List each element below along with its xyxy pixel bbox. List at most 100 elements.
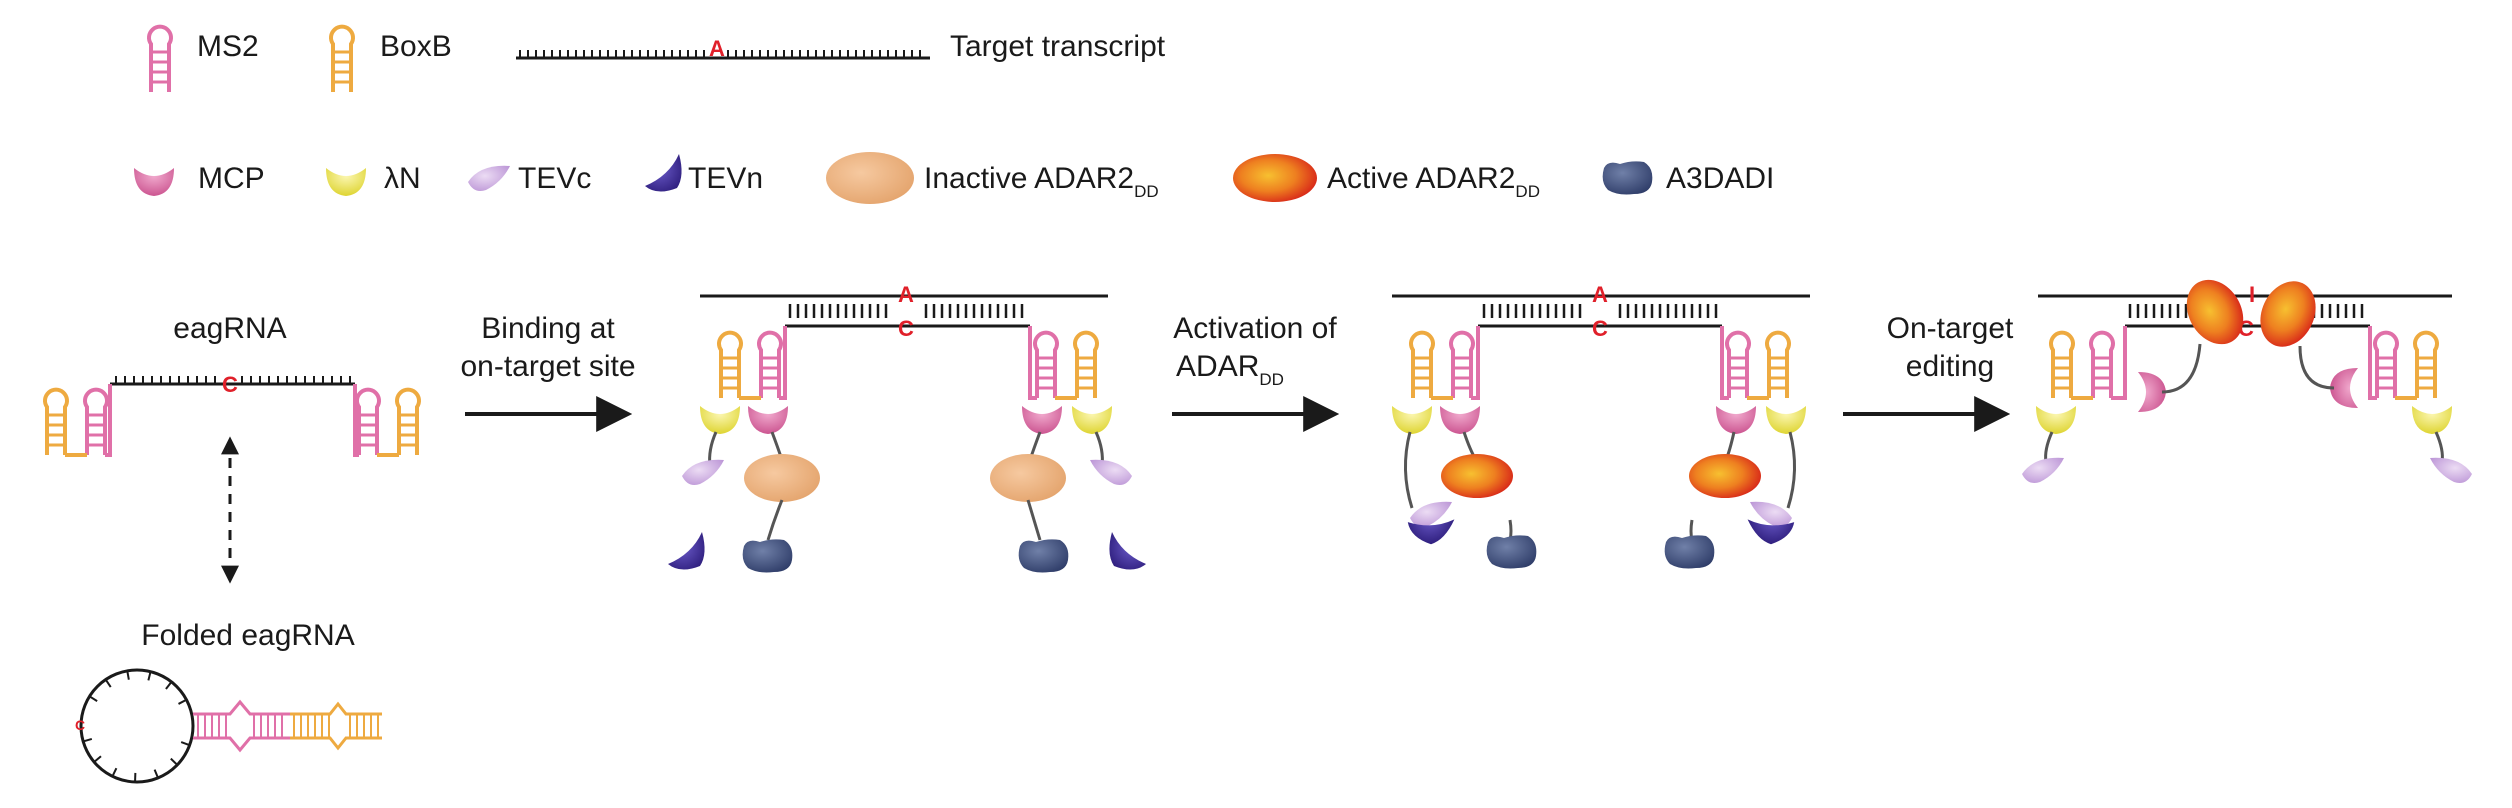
panel2-target-base: A [898,282,914,307]
step3-label-line2: editing [1906,350,1994,383]
legend-target-transcript-label: Target transcript [950,30,1166,63]
panel4-ms2-hairpin-right [2373,330,2399,400]
panel2-boxb-hairpin-right [1073,330,1099,400]
legend-a3dadi-label: A3DADI [1666,162,1774,195]
legend-inactive-adar: Inactive ADAR2DD [826,152,1159,204]
panel4-edited-base: I [2249,282,2255,307]
panel4-boxb-hairpin-left [2049,330,2075,400]
panel3-active-adar-right [1689,454,1761,498]
eagrna-ms2-hairpin-left [83,387,109,457]
legend-tevn: TEVn [645,154,763,195]
eagrna-boxb-hairpin-right [395,387,421,457]
inactive-adar-icon [826,152,914,204]
legend-ms2: MS2 [147,24,259,94]
panel2-inactive-adar-left [744,454,820,502]
legend-boxb-label: BoxB [380,30,452,63]
step1-label-line1: Binding at [481,312,615,345]
panel4-mcp-left [2138,372,2166,412]
legend-active-adar: Active ADAR2DD [1233,154,1540,202]
panel3-active-adar-left [1441,454,1513,498]
legend-lambda-n-label: λN [384,162,421,195]
panel2-tevn-right [1109,532,1146,570]
panel4-tevc-left [2022,457,2064,483]
a3dadi-icon [1602,161,1653,195]
panel2-tevc-right [1090,459,1132,485]
boxb-hairpin-icon [329,24,355,94]
legend-ms2-label: MS2 [197,30,259,63]
panel4-active-adar-right [2260,281,2316,347]
tevc-icon [468,165,510,191]
target-transcript-ticks [519,50,921,58]
panel2-ms2-hairpin-right [1033,330,1059,400]
eagrna-guide-base: C [222,372,238,397]
panel-binding: A C [668,282,1146,573]
panel4-active-adar-left [2186,279,2244,345]
tevn-icon [645,154,682,192]
panel2-a3dadi-left [742,539,793,573]
panel3-a3dadi-right [1664,535,1715,569]
step-activation: Activation of ADARDD [1172,312,1340,432]
legend-tevc: TEVc [468,162,591,195]
legend-tevc-label: TEVc [518,162,591,195]
folded-eagrna-stem [193,699,382,753]
panel4-tevc-right [2430,457,2472,483]
folded-guide-base: C [75,717,85,733]
legend-mcp-label: MCP [198,162,265,195]
panel2-ms2-hairpin-left [757,330,783,400]
legend-inactive-adar-label: Inactive ADAR2DD [924,162,1159,201]
panel2-boxb-hairpin-left [717,330,743,400]
panel3-mcp-right [1716,406,1756,434]
legend-target-base: A [709,36,725,61]
panel3-a3dadi-left [1486,535,1537,569]
eagrna-ticks [115,376,351,384]
panel-activation: A C [1392,282,1810,569]
panel3-lambda-n-right [1766,406,1806,434]
legend-mcp: MCP [134,162,265,196]
active-adar-icon [1233,154,1317,202]
panel2-tevn-left [668,532,705,570]
folded-eagrna-label: Folded eagRNA [141,619,354,652]
panel3-ms2-hairpin-left [1449,330,1475,400]
panel2-a3dadi-right [1018,539,1069,573]
step3-label-line1: On-target [1887,312,2014,345]
lambda-n-icon [326,168,366,196]
step2-label-line1: Activation of [1173,312,1337,345]
panel4-ms2-hairpin-left [2089,330,2115,400]
panel2-tevc-left [682,459,724,485]
legend-active-adar-label: Active ADAR2DD [1327,162,1540,201]
legend-boxb: BoxB [329,24,452,94]
panel-editing: I C [2022,279,2472,483]
panel3-lambda-n-left [1392,406,1432,434]
panel4-lambda-n-right [2412,406,2452,434]
panel2-mcp-right [1022,406,1062,434]
panel3-boxb-hairpin-left [1409,330,1435,400]
panel4-mcp-right [2330,368,2358,408]
eagrna-panel: eagRNA C Folded eagRNA C [43,312,421,784]
ms2-hairpin-icon [147,24,173,94]
panel4-boxb-hairpin-right [2413,330,2439,400]
panel4-lambda-n-left [2036,406,2076,434]
folded-loop-ticks [82,670,190,783]
panel3-boxb-hairpin-right [1765,330,1791,400]
eagrna-ms2-hairpin-right [355,387,381,457]
eagrna-label: eagRNA [173,312,286,345]
panel3-guide-base: C [1592,316,1608,341]
legend-lambda-n: λN [326,162,421,196]
step-editing: On-target editing [1843,312,2014,432]
panel2-inactive-adar-right [990,454,1066,502]
legend-target-transcript: A Target transcript [516,30,1166,63]
eagrna-boxb-hairpin-left [43,387,69,457]
panel2-lambda-n-left [700,406,740,434]
panel3-ms2-hairpin-right [1725,330,1751,400]
step1-label-line2: on-target site [460,350,635,383]
panel3-target-base: A [1592,282,1608,307]
mcp-icon [134,168,174,196]
panel2-guide-base: C [898,316,914,341]
panel3-mcp-left [1440,406,1480,434]
folded-eagrna-loop [79,668,195,784]
panel2-lambda-n-right [1072,406,1112,434]
legend-tevn-label: TEVn [688,162,763,195]
legend-a3dadi: A3DADI [1602,161,1774,195]
